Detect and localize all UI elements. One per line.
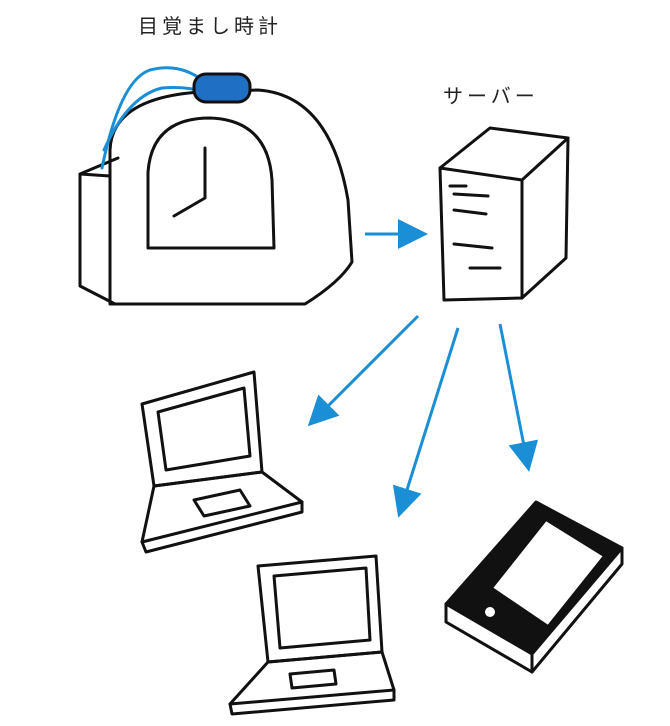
arrow-to-laptop-1-icon <box>307 314 420 427</box>
alarm-clock-label: 目覚まし時計 <box>138 14 282 38</box>
arrows <box>307 219 539 518</box>
server-tower-icon <box>438 126 570 302</box>
laptop-icon <box>228 554 396 716</box>
server-label: サーバー <box>443 84 539 108</box>
arrow-to-smartphone-icon <box>498 323 539 472</box>
laptop-icon <box>140 370 304 554</box>
arrow-to-laptop-2-icon <box>392 327 460 518</box>
home-button-icon <box>483 605 497 619</box>
alarm-clock-icon <box>78 66 354 306</box>
alarm-button-icon <box>192 72 252 104</box>
smartphone-icon <box>444 500 624 674</box>
